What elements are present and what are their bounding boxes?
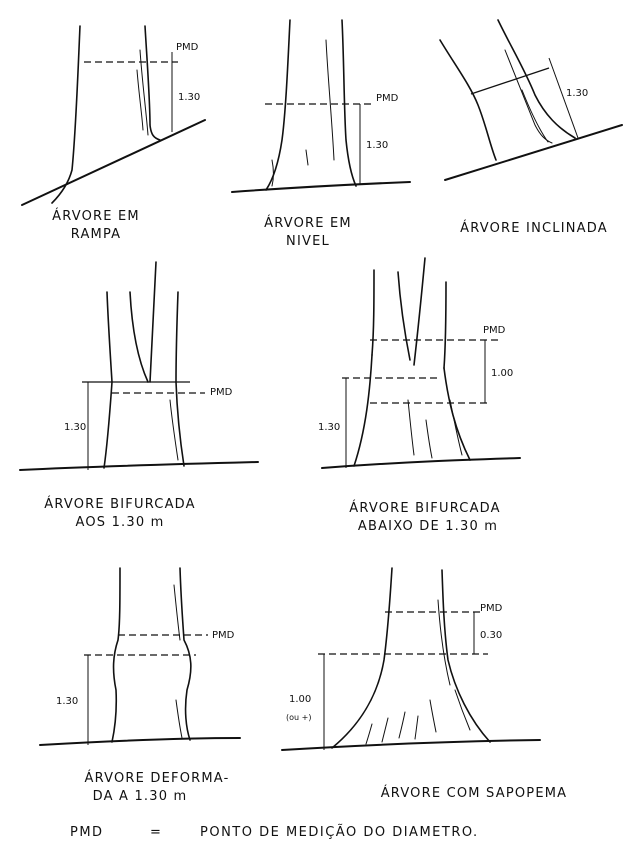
trunk-right-edge [498, 20, 575, 138]
diagram-caption: DA A 1.30 m [93, 789, 188, 804]
legend-equals: = [150, 825, 162, 840]
measurement-line [471, 68, 549, 94]
diagram-caption: ÁRVORE COM SAPOPEMA [381, 785, 568, 801]
trunk-left-edge [440, 40, 496, 160]
diagram-caption: ÁRVORE INCLINADA [460, 220, 608, 236]
branch-right-inner [150, 262, 156, 382]
diagram-tree-forked-below-130: PMD 1.00 1.30 ÁRVORE BIFURCADA ABAIXO DE… [318, 258, 520, 534]
branch-left-inner [130, 292, 148, 382]
bark-line [522, 90, 548, 142]
bark-line [272, 160, 274, 186]
height-label: 1.30 [56, 696, 78, 707]
diagram-caption: ABAIXO DE 1.30 m [358, 519, 498, 534]
height-label: 1.30 [178, 92, 200, 103]
branch-left-inner [398, 272, 410, 360]
trunk-left-edge [104, 382, 112, 468]
bark-line [176, 700, 182, 738]
bark-line [505, 50, 552, 143]
bark-line [326, 40, 334, 160]
bark-line [408, 400, 414, 455]
pmd-label: PMD [376, 93, 399, 104]
pmd-label: PMD [480, 603, 503, 614]
trunk-left-edge [354, 355, 372, 466]
diagram-caption: RAMPA [71, 227, 122, 242]
trunk-right-edge [342, 20, 356, 186]
diagram-caption: ÁRVORE EM [264, 215, 352, 231]
diagram-caption: ÁRVORE BIFURCADA [44, 496, 195, 512]
buttress-line [382, 718, 388, 742]
trunk-right-edge [442, 570, 490, 742]
buttress-line [430, 700, 436, 732]
legend-definition: PONTO DE MEDIÇÃO DO DIAMETRO. [200, 824, 479, 840]
height-label: 1.30 [566, 88, 588, 99]
pmd-label: PMD [176, 42, 199, 53]
slope-ground [445, 125, 622, 180]
bark-line [174, 585, 180, 640]
level-ground [322, 458, 520, 468]
buttress-line [399, 712, 405, 738]
slope-ground [22, 120, 205, 205]
diagram-tree-on-slope: PMD 1.30 ÁRVORE EM RAMPA [22, 26, 205, 242]
height-label: 1.30 [64, 422, 86, 433]
branch-right [444, 282, 446, 368]
level-ground [282, 740, 540, 750]
pmd-label: PMD [483, 325, 506, 336]
branch-left [107, 292, 112, 382]
diagram-tree-on-level: PMD 1.30 ÁRVORE EM NIVEL [232, 20, 410, 249]
buttress-line [415, 716, 418, 739]
height-label: 1.30 [366, 140, 388, 151]
height-note: (ou +) [286, 713, 311, 722]
upper-label: 0.30 [480, 630, 502, 641]
level-ground [232, 182, 410, 192]
pmd-label: PMD [212, 630, 235, 641]
diagram-tree-deformed: PMD 1.30 ÁRVORE DEFORMA- DA A 1.30 m [40, 568, 240, 804]
trunk-right-edge [180, 568, 191, 740]
branch-left [372, 270, 374, 355]
trunk-left-edge [266, 20, 290, 190]
upper-label: 1.00 [491, 368, 513, 379]
bark-line [450, 400, 462, 455]
branch-right [176, 292, 178, 382]
diagram-tree-inclined: 1.30 ÁRVORE INCLINADA [440, 20, 622, 236]
height-label: 1.00 [289, 694, 311, 705]
branch-right-inner [414, 258, 425, 365]
legend-abbreviation: PMD [70, 825, 104, 840]
trunk-right-edge [444, 368, 470, 460]
diagram-caption: ÁRVORE DEFORMA- [85, 770, 230, 786]
legend: PMD = PONTO DE MEDIÇÃO DO DIAMETRO. [70, 824, 479, 840]
trunk-left-edge [52, 26, 80, 203]
trunk-left-edge [332, 568, 392, 748]
level-ground [40, 738, 240, 745]
diagram-tree-forked-at-130: PMD 1.30 ÁRVORE BIFURCADA AOS 1.30 m [20, 262, 258, 530]
buttress-line [366, 724, 372, 744]
diagram-tree-with-buttress: PMD 0.30 1.00 (ou +) ÁRVORE COM SAPOPEMA [282, 568, 567, 801]
bark-line [426, 420, 432, 458]
level-ground [20, 462, 258, 470]
diagram-caption: ÁRVORE BIFURCADA [349, 500, 500, 516]
diagram-caption: ÁRVORE EM [52, 208, 140, 224]
bark-line [306, 150, 308, 165]
diagram-caption: AOS 1.30 m [75, 515, 164, 530]
diagram-caption: NIVEL [286, 234, 330, 249]
pmd-label: PMD [210, 387, 233, 398]
height-label: 1.30 [318, 422, 340, 433]
